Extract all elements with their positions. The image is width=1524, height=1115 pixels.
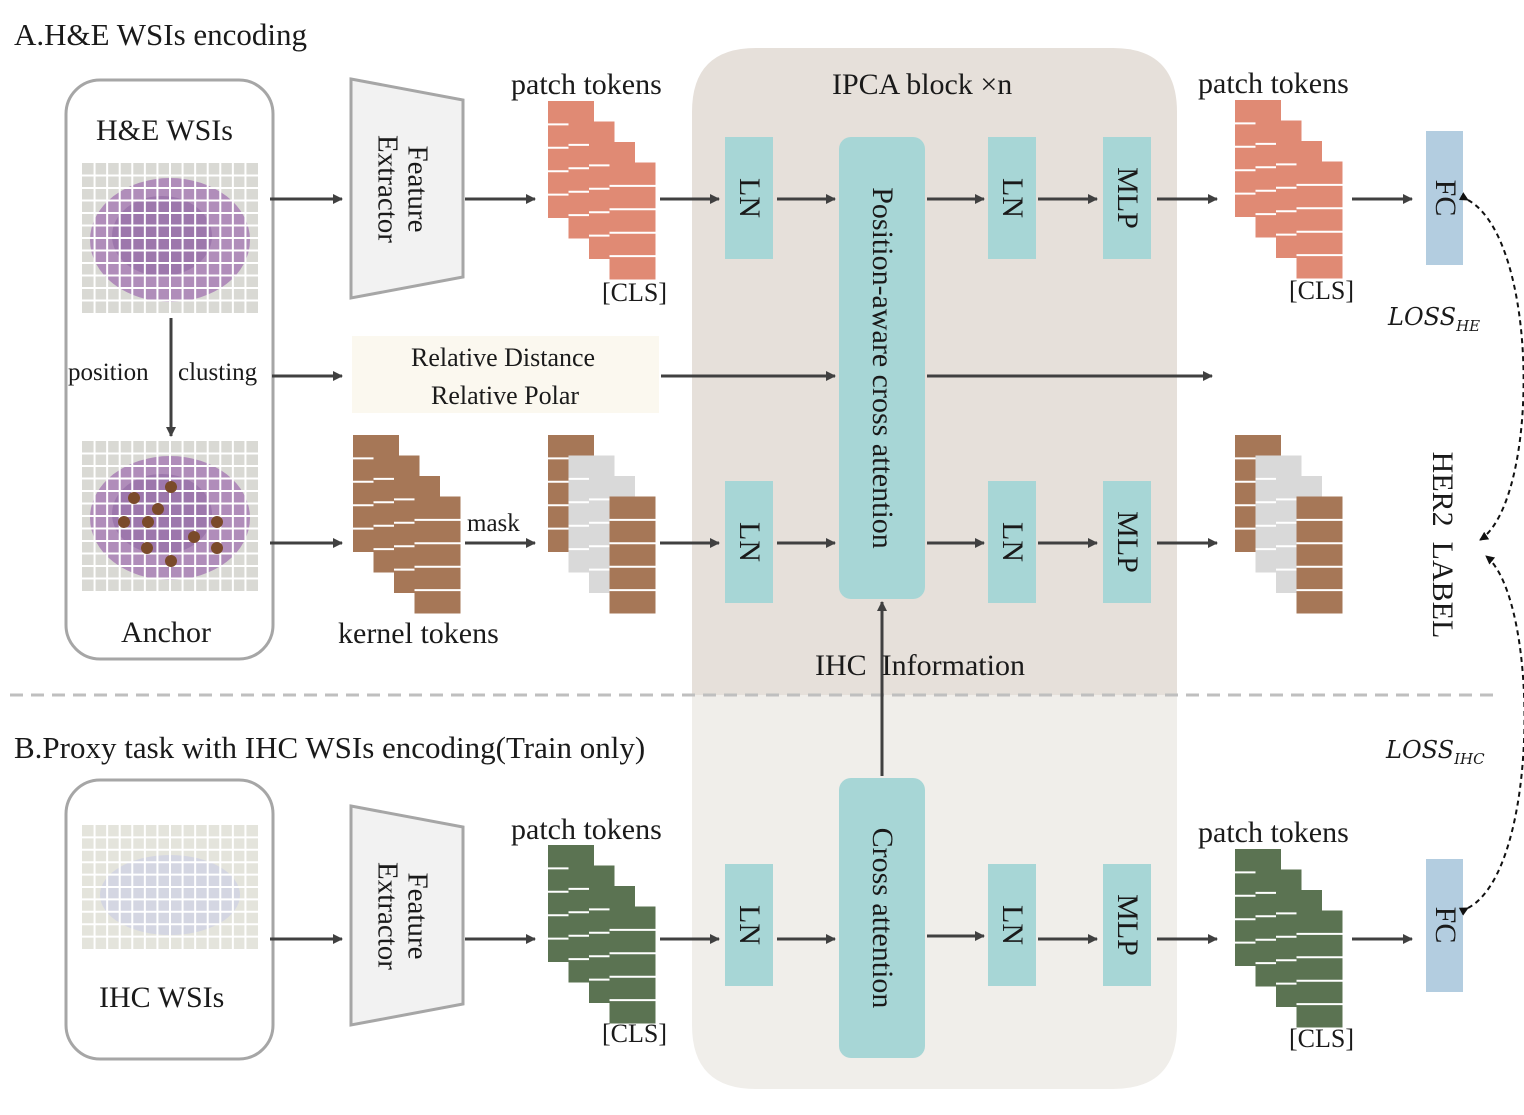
cls-label-he: [CLS] [602,278,667,307]
feature-extractor-he-label: Feature Extractor [371,135,434,243]
cls-label-out: [CLS] [1289,276,1354,305]
fc-label-he: FC [1429,179,1462,217]
ln-block-6 [988,864,1036,986]
loss-connectors [1458,192,1524,916]
ln-label-4: LN [996,522,1029,562]
token-column [1296,161,1343,279]
ln-block-3 [988,137,1036,259]
feature-extractor-ihc-label: Feature Extractor [371,862,434,970]
anchor-label: Anchor [121,616,211,649]
position-aware-cross-attention-label: Position-aware cross attention [866,187,899,549]
cross-attention-block [839,778,925,1058]
mlp-block-1 [1103,137,1151,259]
kernel-token-stack-output [1235,435,1343,614]
position-aware-cross-attention-block [839,137,925,599]
mlp-label-1: MLP [1111,167,1144,229]
anchor-wsi-thumbnail [82,441,258,591]
patch-tokens-label-ihc-out: patch tokens [1198,816,1349,849]
ln-label-5: LN [733,905,766,945]
mlp-label-3: MLP [1111,894,1144,956]
token-column [1296,910,1343,1028]
kernel-tokens-label: kernel tokens [338,617,499,650]
relative-polar-label: Relative Polar [431,381,580,410]
ln-label-2: LN [733,522,766,562]
he-wsi-thumbnail [82,163,258,313]
token-column [1296,496,1343,614]
loss-he-sub: HE [1456,316,1481,335]
feature-extractor-he-line2: Extractor [371,135,403,243]
mask-label: mask [467,510,520,537]
masked-kernel-token-stack [548,435,656,614]
patch-token-stack-he [548,101,656,280]
feature-extractor-he-line1: Feature [401,145,434,233]
ln-label-3: LN [996,178,1029,218]
feature-extractor-ihc-line2: Extractor [371,862,403,970]
mlp-label-2: MLP [1111,511,1144,573]
ihc-information-label: IHC Information [815,649,1025,682]
token-column [609,162,656,280]
ln-block-2 [725,481,773,603]
ihc-wsi-title: IHC WSIs [99,981,225,1014]
her2-label: HER2 LABEL [1426,451,1459,639]
relative-position-box [352,336,659,413]
cls-label-ihc-out: [CLS] [1289,1024,1354,1053]
patch-tokens-label-ihc: patch tokens [511,813,662,846]
fc-block-he [1426,131,1463,265]
ipca-block-title: IPCA block ×n [832,68,1013,101]
patch-tokens-label-he: patch tokens [511,68,662,101]
loss-he-label: LOSSHE [1388,305,1480,334]
feature-extractor-he [349,77,465,300]
fc-label-ihc: FC [1429,906,1462,944]
position-label: position [68,359,149,386]
ihc-wsi-thumbnail [82,825,258,949]
ln-block-4 [988,481,1036,603]
cls-label-ihc: [CLS] [602,1019,667,1048]
loss-he-main: LOSS [1388,303,1457,331]
patch-token-stack-ihc-output [1235,849,1343,1028]
mlp-block-2 [1103,481,1151,603]
token-column [414,496,461,614]
anchor-points [118,481,223,567]
flow-arrows [270,194,1413,944]
relative-distance-label: Relative Distance [411,343,596,372]
ln-block-1 [725,137,773,259]
ipca-block-background-top [692,48,1177,695]
token-column [609,906,656,1024]
loss-ihc-main: LOSS [1386,736,1455,764]
feature-extractor-ihc-line1: Feature [401,872,434,960]
cross-attention-label: Cross attention [866,827,899,1009]
section-a-title: A.H&E WSIs encoding [14,17,308,52]
kernel-token-stack [353,435,461,614]
loss-ihc-sub: IHC [1454,749,1485,768]
mlp-block-3 [1103,864,1151,986]
token-column [609,496,656,614]
section-b-title: B.Proxy task with IHC WSIs encoding(Trai… [14,730,646,765]
fc-block-ihc [1426,859,1463,992]
patch-token-stack-output [1235,100,1343,279]
ln-label-6: LN [996,905,1029,945]
patch-tokens-label-out: patch tokens [1198,67,1349,100]
ipca-block-background-bottom [692,695,1177,1089]
he-wsi-title: H&E WSIs [96,114,233,147]
patch-token-stack-ihc [548,845,656,1024]
ln-block-5 [725,864,773,986]
feature-extractor-ihc [349,804,465,1027]
clusting-label: clusting [178,359,258,386]
ln-label-1: LN [733,178,766,218]
loss-ihc-label: LOSSIHC [1386,738,1485,767]
